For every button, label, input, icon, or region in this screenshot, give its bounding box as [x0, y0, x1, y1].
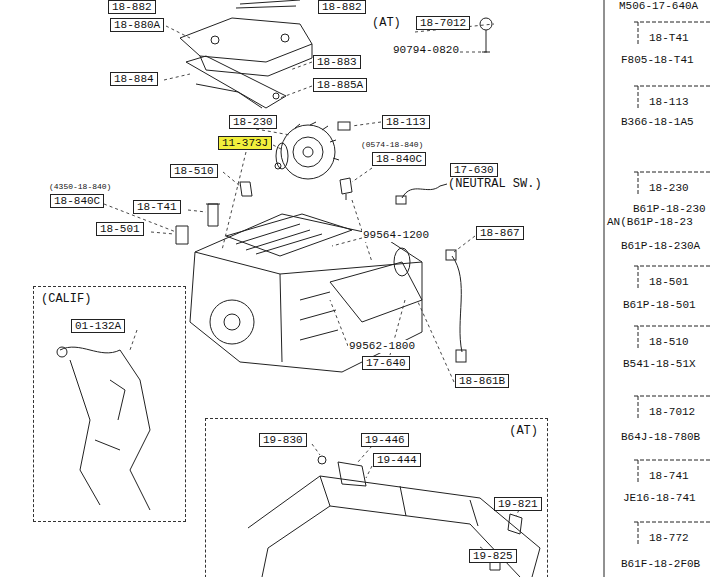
callout-number: 18-882 — [322, 1, 362, 13]
callout-box: 19-821 — [494, 497, 542, 511]
callout-number: 19-446 — [365, 434, 405, 446]
callout-number: 18-885A — [317, 79, 363, 91]
callout-box: 18-840C — [372, 152, 426, 166]
table-cell: 18-113 — [648, 96, 690, 109]
callout-number: 18-113 — [386, 116, 426, 128]
part-note: (AT) — [371, 17, 402, 31]
callout-number: 18-840C — [376, 153, 422, 165]
callout-number: 18-510 — [174, 165, 214, 177]
table-cell: AN(B61P-18-23 — [606, 216, 694, 229]
part-note: 99564-1200 — [362, 229, 430, 242]
table-cell: B61P-18-501 — [622, 299, 697, 312]
callout-number: 18-884 — [114, 73, 154, 85]
table-cell: B366-18-1A5 — [620, 116, 695, 129]
table-cell: B61P-18-230A — [620, 240, 701, 253]
table-cell: 18-772 — [648, 532, 690, 545]
callout-box: 18-T41 — [133, 200, 181, 214]
table-cell: 18-510 — [648, 336, 690, 349]
callout-number: 17-640 — [366, 357, 406, 369]
table-cell: 18-T41 — [648, 32, 690, 45]
callout-number: 19-825 — [473, 550, 513, 562]
table-cell: M506-17-640A — [618, 0, 699, 13]
callout-box: 18-510 — [170, 164, 218, 178]
callout-box: 19-825 — [469, 549, 517, 563]
table-cell: 18-501 — [648, 276, 690, 289]
callout-box: 19-446 — [361, 433, 409, 447]
part-note: (4350-18-840) — [48, 182, 112, 191]
callout-number: 18-867 — [480, 227, 520, 239]
callout-box: 18-884 — [110, 72, 158, 86]
callout-box: 18-880A — [110, 18, 164, 32]
callout-box: 11-373J — [218, 136, 272, 150]
callout-box: 18-230 — [229, 115, 277, 129]
callout-box: 18-113 — [382, 115, 430, 129]
part-note: (NEUTRAL SW.) — [447, 178, 543, 192]
callout-box: 18-883 — [313, 55, 361, 69]
callout-number: 19-444 — [377, 454, 417, 466]
callout-box: 18-867 — [476, 226, 524, 240]
callout-number: 18-7012 — [420, 17, 466, 29]
callout-box: 19-830 — [259, 433, 307, 447]
region-title: (CALIF) — [40, 293, 92, 306]
part-note: 99562-1800 — [348, 340, 416, 353]
callout-box: 18-882 — [108, 0, 156, 14]
callout-number: 18-T41 — [137, 201, 177, 213]
callout-number: 11-373J — [222, 137, 268, 149]
callout-box: 18-840C — [50, 194, 104, 208]
callout-number: 18-883 — [317, 56, 357, 68]
callout-box: 18-501 — [96, 222, 144, 236]
callout-number: 18-230 — [233, 116, 273, 128]
table-cell: B64J-18-780B — [620, 431, 701, 444]
callout-box: 18-885A — [313, 78, 367, 92]
callout-number: 18-882 — [112, 1, 152, 13]
table-cell: F805-18-T41 — [620, 54, 695, 67]
table-cell: JE16-18-741 — [622, 492, 697, 505]
table-cell: B61P-18-230 — [632, 203, 707, 216]
table-cell: 18-230 — [648, 182, 690, 195]
callout-box: 18-882 — [318, 0, 366, 14]
callout-number: 18-861B — [459, 375, 505, 387]
option-region: (CALIF) 01-132A — [33, 286, 186, 522]
callout-box: 01-132A — [71, 319, 125, 333]
region-title: (AT) — [508, 425, 539, 438]
table-cell: 18-741 — [648, 470, 690, 483]
callout-number: 18-840C — [54, 195, 100, 207]
part-note: (0574-18-840) — [360, 140, 424, 149]
option-region: (AT) 19-830 19-446 19-444 19-821 19-825 — [205, 418, 548, 577]
callout-number: 19-821 — [498, 498, 538, 510]
table-cell: B541-18-51X — [622, 358, 697, 371]
callout-box: 18-861B — [455, 374, 509, 388]
callout-box: 18-7012 — [416, 16, 470, 30]
callout-box: 19-444 — [373, 453, 421, 467]
callout-number: 17-630 — [454, 164, 494, 176]
callout-box: 17-640 — [362, 356, 410, 370]
table-cell: B61F-18-2F0B — [620, 558, 701, 571]
table-cell: 18-7012 — [648, 406, 696, 419]
callout-number: 18-880A — [114, 19, 160, 31]
callout-box: 17-630 — [450, 163, 498, 177]
part-note: 90794-0820 — [392, 44, 460, 57]
callout-number: 18-501 — [100, 223, 140, 235]
callout-number: 19-830 — [263, 434, 303, 446]
callout-number: 01-132A — [75, 320, 121, 332]
